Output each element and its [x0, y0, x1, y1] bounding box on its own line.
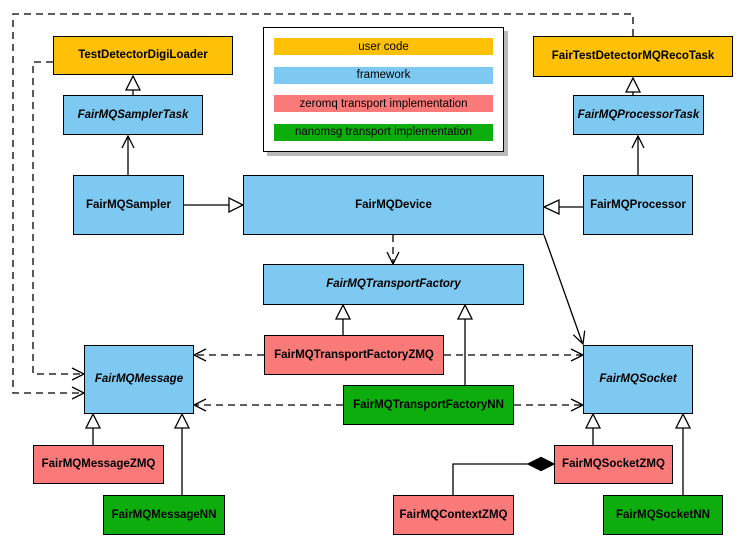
edge-messagezmq-gen	[84, 412, 102, 445]
edge-processortask-gen	[624, 76, 642, 95]
node-fairmqmessagezmq: FairMQMessageZMQ	[33, 445, 164, 484]
node-fairtestdetectormqrecotask: FairTestDetectorMQRecoTask	[533, 36, 733, 77]
node-fairmqsocketzmq: FairMQSocketZMQ	[554, 445, 673, 484]
edge-factoryzmq-to-message	[192, 348, 264, 362]
node-testdetectordigiloader: TestDetectorDigiLoader	[53, 36, 233, 75]
legend-item-framework: framework	[274, 66, 493, 84]
edge-device-to-socket	[543, 234, 586, 346]
edge-contextzmq-composition	[452, 456, 556, 495]
node-fairmqtransportfactoryzmq: FairMQTransportFactoryZMQ	[264, 335, 444, 375]
edge-factoryzmq-to-socket	[444, 348, 585, 362]
node-fairmqsocket: FairMQSocket	[583, 345, 693, 414]
node-fairmqtransportfactorynn: FairMQTransportFactoryNN	[343, 385, 514, 425]
edge-processor-to-device	[542, 198, 583, 216]
legend-item-nanomsg: nanomsg transport implementation	[274, 123, 493, 141]
legend-item-zeromq: zeromq transport implementation	[274, 95, 493, 113]
node-fairmqprocessor: FairMQProcessor	[583, 175, 693, 235]
edge-messagenn-gen	[173, 412, 191, 495]
edge-socketnn-gen	[674, 412, 692, 495]
node-fairmqsamplertask: FairMQSamplerTask	[63, 95, 203, 135]
node-fairmqsampler: FairMQSampler	[73, 175, 184, 235]
edge-factorynn-to-socket	[514, 398, 585, 412]
edge-factoryzmq-gen	[334, 303, 352, 335]
legend: user code framework zeromq transport imp…	[263, 27, 504, 152]
node-fairmqcontextzmq: FairMQContextZMQ	[393, 495, 514, 535]
node-fairmqtransportfactory: FairMQTransportFactory	[263, 264, 524, 305]
node-fairmqmessagenn: FairMQMessageNN	[103, 495, 225, 535]
edge-sampler-to-device	[184, 196, 245, 214]
edge-device-to-transportfactory	[386, 235, 400, 266]
edge-factorynn-to-message	[192, 398, 343, 412]
node-fairmqsocketnn: FairMQSocketNN	[603, 495, 723, 535]
edge-factorynn-gen	[456, 303, 474, 385]
node-fairmqmessage: FairMQMessage	[84, 345, 194, 414]
edge-socketzmq-gen	[584, 412, 602, 445]
node-fairmqprocessortask: FairMQProcessorTask	[573, 95, 704, 135]
node-fairmqdevice: FairMQDevice	[243, 175, 544, 235]
edge-sampler-to-samplertask	[121, 134, 135, 175]
edge-samplertask-gen	[124, 74, 142, 95]
edge-processor-to-processortask	[631, 134, 645, 175]
legend-item-user-code: user code	[274, 38, 493, 55]
